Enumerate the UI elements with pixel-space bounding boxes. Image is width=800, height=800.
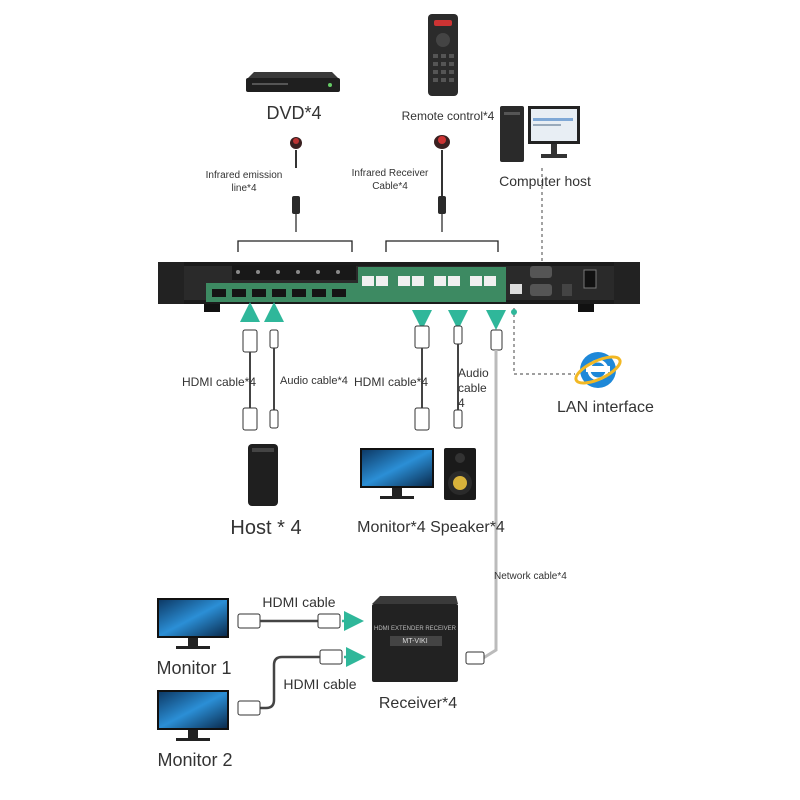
hdmi-cable-mid-label: HDMI cable*4 <box>354 375 429 389</box>
signal-arrows <box>240 302 517 330</box>
cable-pair-left <box>242 329 279 431</box>
remote-control-icon <box>428 14 458 96</box>
monitor-1-label: Monitor 1 <box>156 658 232 678</box>
host-label: Host * 4 <box>230 517 302 539</box>
hdmi-cable-monitor-1 <box>237 611 364 631</box>
receiver-face-text: HDMI EXTENDER RECEIVER <box>373 626 457 632</box>
computer-host-label: Computer host <box>499 173 591 189</box>
cable-pair-middle <box>414 325 463 431</box>
port-brackets <box>237 240 499 252</box>
receiver-label: Receiver*4 <box>378 695 458 712</box>
hdmi-cable-bottom-label: HDMI cable <box>283 676 357 692</box>
hdmi-cable-top-label: HDMI cable <box>262 594 336 610</box>
monitor-1-icon <box>157 598 229 649</box>
receiver-icon <box>372 596 458 682</box>
monitor-speaker-label: Monitor*4 Speaker*4 <box>357 519 505 536</box>
computer-host-icon <box>500 106 580 162</box>
audio-cable-left-label: Audio cable*4 <box>280 375 348 387</box>
dvd-label: DVD*4 <box>266 103 322 123</box>
lan-interface-icon <box>574 352 622 388</box>
monitor-2-icon <box>157 690 229 741</box>
hdmi-cable-left-label: HDMI cable*4 <box>182 375 257 389</box>
receiver-model-text: MT-VIKI <box>402 638 428 645</box>
ir-emitter-icon <box>290 137 302 232</box>
host-tower-icon <box>248 444 278 506</box>
remote-control-label: Remote control*4 <box>401 109 495 123</box>
speaker-icon <box>444 448 476 500</box>
monitor-2-label: Monitor 2 <box>157 750 233 770</box>
network-cable-label: Network cable*4 <box>494 571 567 582</box>
ir-receiver-label: Infrared Receiver Cable*4 <box>351 168 429 192</box>
ir-emission-label: Infrared emission line*4 <box>205 170 283 194</box>
lan-interface-label: LAN interface <box>557 399 654 416</box>
matrix-switch-unit <box>158 262 640 312</box>
hdmi-cable-monitor-2 <box>237 647 366 716</box>
dvd-player-icon <box>246 72 340 92</box>
network-cable <box>465 329 503 665</box>
ir-receiver-icon <box>434 135 450 232</box>
audio-cable-mid-label: Audio cable 4 <box>458 366 489 410</box>
monitor-icon <box>360 448 434 499</box>
